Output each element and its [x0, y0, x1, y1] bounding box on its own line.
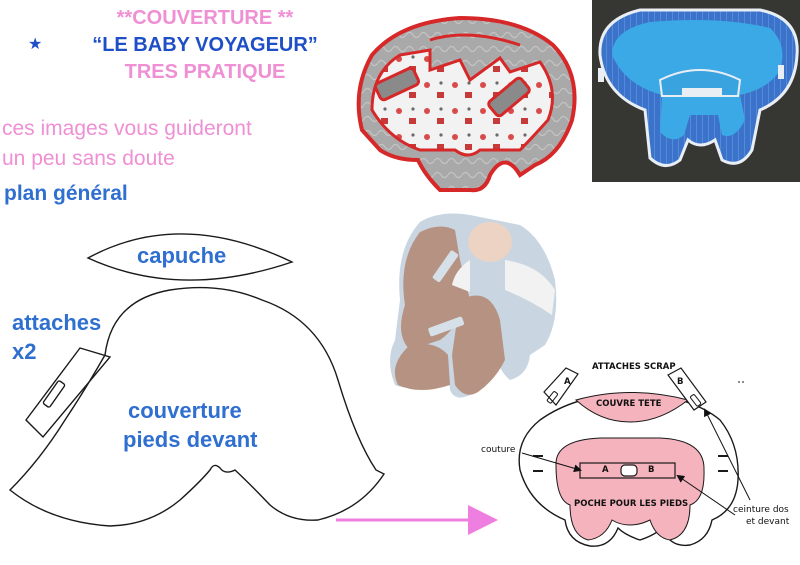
couture-label: couture — [481, 445, 516, 455]
capuche-shape — [86, 233, 294, 281]
letter-a-label: A — [564, 377, 571, 387]
attaches-count-label: x2 — [12, 339, 37, 364]
capuche-label: capuche — [137, 243, 227, 268]
plan-label: plan général — [4, 182, 128, 205]
photo-blue-blanket — [592, 0, 800, 182]
couverture-shape — [8, 286, 386, 527]
pieds-devant-label: pieds devant — [123, 427, 258, 452]
attaches-label: attaches — [12, 310, 102, 335]
title-line-3: TRES PRATIQUE — [124, 61, 286, 83]
star-icon: ★ — [28, 36, 43, 53]
photo-red-blanket — [347, 6, 584, 199]
letter-b-band-label: B — [648, 465, 655, 475]
pattern-pieces — [8, 233, 386, 527]
letter-b-label: B — [677, 377, 684, 387]
ceinture-label-2: et devant — [746, 517, 790, 527]
intro-line-1: ces images vous guideront — [2, 117, 252, 140]
ceinture-label-1: ceinture dos — [733, 505, 789, 515]
attache-slot — [42, 380, 66, 408]
intro-line-2: un peu sans doute — [2, 147, 175, 170]
attaches-scrap-label: ATTACHES SCRAP — [592, 362, 676, 372]
letter-a-band-label: A — [602, 465, 609, 475]
couvre-tete-label: COUVRE TETE — [596, 399, 662, 409]
attache-shape — [25, 347, 112, 439]
title-line-1: **COUVERTURE ** — [116, 7, 294, 29]
assembly-diagram — [518, 367, 751, 547]
title-line-2: “LE BABY VOYAGEUR” — [92, 34, 318, 56]
photo-baby-wrap — [390, 213, 557, 398]
poche-label: POCHE POUR LES PIEDS — [574, 499, 689, 509]
couverture-label: couverture — [128, 398, 242, 423]
